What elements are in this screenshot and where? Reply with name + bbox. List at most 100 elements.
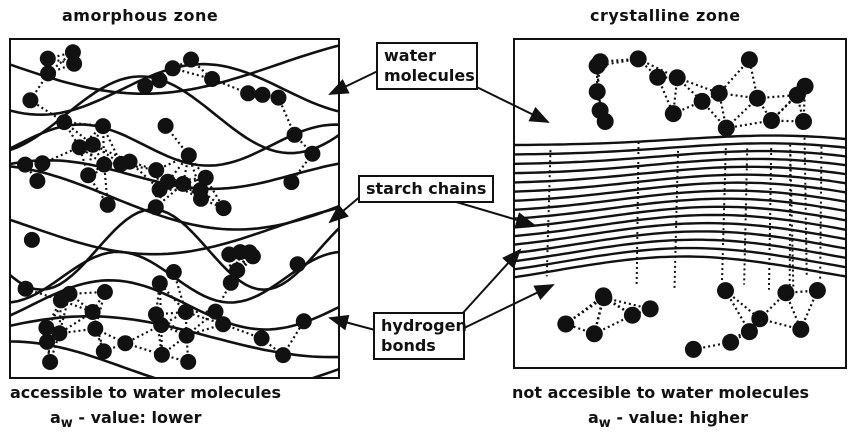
water-molecule — [229, 262, 245, 278]
water-molecule — [80, 167, 96, 183]
hydrogen-label-line1: hydrogen — [381, 316, 457, 336]
water-molecule — [65, 44, 81, 60]
water-molecule — [642, 300, 659, 317]
water-molecule — [795, 113, 812, 130]
water-molecule — [586, 325, 603, 342]
hydrogen-label-line2: bonds — [381, 336, 457, 356]
amorphous-zone-illustration — [11, 40, 338, 377]
water-molecule — [592, 102, 609, 119]
aw-text-left: - value: lower — [73, 408, 202, 427]
water-molecule — [40, 65, 56, 81]
water-molecule — [178, 304, 194, 320]
starch-chain — [515, 257, 845, 278]
water-molecule — [624, 307, 641, 324]
amorphous-zone-title: amorphous zone — [62, 6, 218, 25]
water-molecule — [181, 147, 197, 163]
water-molecule — [792, 321, 809, 338]
starch-chain — [515, 167, 845, 183]
water-molecule — [166, 264, 182, 280]
water-molecule — [165, 60, 181, 76]
hydrogen-bonds-label: hydrogen bonds — [373, 312, 465, 360]
water-molecule — [718, 120, 735, 137]
water-molecule — [100, 197, 116, 213]
water-label-line2: molecules — [384, 66, 470, 86]
starch-chain — [515, 223, 845, 245]
water-molecule — [40, 51, 56, 67]
water-molecule — [763, 112, 780, 129]
aw-text-right: - value: higher — [611, 408, 748, 427]
water-molecule — [42, 354, 58, 370]
water-molecule — [722, 334, 739, 351]
water-molecule — [22, 92, 38, 108]
starch-label-text: starch chains — [366, 179, 486, 199]
water-label-line1: water — [384, 46, 470, 66]
water-molecule — [34, 155, 50, 171]
water-molecules-label: water molecules — [376, 42, 478, 90]
water-molecule — [160, 174, 176, 190]
crystalline-zone-panel — [513, 38, 847, 369]
water-molecule — [175, 176, 191, 192]
water-molecule — [148, 162, 164, 178]
water-molecule — [179, 328, 195, 344]
water-molecule — [741, 51, 758, 68]
water-molecule — [717, 282, 734, 299]
starch-chain — [515, 175, 845, 192]
water-molecule — [271, 90, 287, 106]
crystalline-zone-title: crystalline zone — [590, 6, 741, 25]
water-molecule — [154, 347, 170, 363]
water-molecule — [283, 174, 299, 190]
water-molecule — [694, 93, 711, 110]
water-molecule — [97, 284, 113, 300]
water-molecule — [96, 157, 112, 173]
water-molecule — [275, 347, 291, 363]
hydrogen-bond — [805, 138, 807, 275]
water-molecule — [254, 330, 270, 346]
starch-chains-label: starch chains — [358, 175, 494, 203]
water-molecule — [232, 244, 248, 260]
water-molecule — [296, 313, 312, 329]
starch-chains-crystalline — [515, 136, 845, 278]
crystalline-zone-illustration — [515, 40, 845, 367]
water-molecule — [113, 156, 129, 172]
water-molecule — [193, 191, 209, 207]
water-molecule — [669, 69, 686, 86]
water-molecule — [290, 256, 306, 272]
water-molecule — [592, 53, 609, 70]
water-molecule — [29, 173, 45, 189]
starch-chain — [11, 77, 338, 154]
water-molecule — [96, 343, 112, 359]
water-molecule — [152, 275, 168, 291]
water-molecule — [711, 85, 728, 102]
hydrogen-bond — [820, 147, 821, 281]
water-molecule — [85, 304, 101, 320]
water-molecule — [51, 325, 67, 341]
water-molecule — [117, 335, 133, 351]
water-molecule — [85, 137, 101, 153]
water-molecule — [749, 90, 766, 107]
water-molecule — [204, 71, 220, 87]
water-molecule — [153, 317, 169, 333]
aw-prefix-left: a — [50, 408, 61, 427]
amorphous-caption: accessible to water molecules — [10, 383, 281, 402]
aw-sub-right: w — [599, 416, 611, 431]
water-molecule — [216, 200, 232, 216]
water-molecule — [183, 52, 199, 68]
water-molecule — [152, 72, 168, 88]
water-molecule — [24, 232, 40, 248]
water-molecule — [751, 310, 768, 327]
starch-chain — [11, 207, 338, 254]
water-molecule — [665, 105, 682, 122]
water-molecule — [208, 304, 224, 320]
water-molecule — [304, 146, 320, 162]
water-molecule — [685, 341, 702, 358]
aw-prefix-right: a — [588, 408, 599, 427]
amorphous-aw-value: aw - value: lower — [50, 408, 202, 431]
water-molecule — [797, 78, 814, 95]
water-molecule — [809, 282, 826, 299]
hydrogen-bond — [722, 143, 726, 283]
water-molecule — [53, 292, 69, 308]
water-molecule — [158, 118, 174, 134]
water-molecule — [595, 289, 612, 306]
water-molecules-crystalline — [557, 50, 826, 358]
water-molecule — [287, 127, 303, 143]
